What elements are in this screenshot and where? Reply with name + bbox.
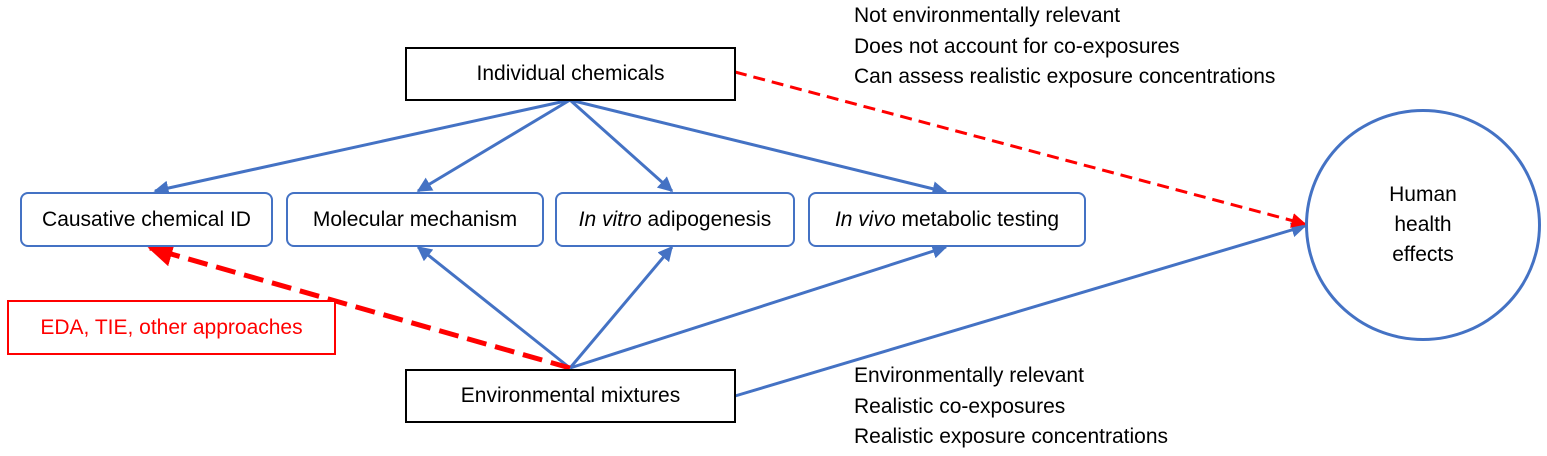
in-vivo-metabolic-testing-label: In vivo metabolic testing <box>834 207 1060 231</box>
human-health-effects-circle: Human health effects <box>1305 109 1541 341</box>
individual-chemicals-label: Individual chemicals <box>476 62 665 85</box>
arrow-individual-to-invitro <box>569 98 674 193</box>
human-health-effects-label: Human health effects <box>1389 183 1457 266</box>
in-vitro-adipogenesis-box: In vitro adipogenesis <box>555 192 795 247</box>
arrow-mixtures-to-causative-dashed <box>147 242 571 371</box>
eda-tie-approaches-box: EDA, TIE, other approaches <box>7 300 336 355</box>
environmental-mixtures-notes: Environmentally relevant Realistic co-ex… <box>854 361 1168 453</box>
molecular-mechanism-box: Molecular mechanism <box>286 192 544 247</box>
individual-chemicals-notes: Not environmentally relevant Does not ac… <box>854 1 1275 93</box>
note-item: Can assess realistic exposure concentrat… <box>854 65 1276 88</box>
note-item: Realistic exposure concentrations <box>854 425 1168 448</box>
molecular-mechanism-label: Molecular mechanism <box>312 207 518 231</box>
arrow-mixtures-to-molecular <box>416 245 571 370</box>
arrow-individual-to-molecular <box>416 98 571 193</box>
individual-chemicals-box: Individual chemicals <box>405 47 736 101</box>
arrow-mixtures-to-invivo <box>569 243 948 370</box>
note-item: Does not account for co-exposures <box>854 34 1180 58</box>
arrow-mixtures-to-invitro <box>568 245 674 369</box>
note-item: Realistic co-exposures <box>854 394 1066 418</box>
environmental-mixtures-label: Environmental mixtures <box>460 384 681 407</box>
arrow-mixtures-to-health <box>734 222 1307 398</box>
eda-tie-approaches-label: EDA, TIE, other approaches <box>40 315 303 339</box>
arrow-individual-to-causative <box>153 98 571 196</box>
causative-chemical-id-label: Causative chemical ID <box>42 207 251 231</box>
causative-chemical-id-box: Causative chemical ID <box>20 192 273 247</box>
note-item: Not environmentally relevant <box>854 4 1121 27</box>
arrow-individual-to-invivo <box>569 98 948 197</box>
arrow-individual-to-health-dashed <box>734 70 1307 228</box>
note-item: Environmentally relevant <box>854 364 1084 387</box>
environmental-mixtures-box: Environmental mixtures <box>405 369 736 423</box>
in-vitro-adipogenesis-label: In vitro adipogenesis <box>578 207 772 231</box>
in-vivo-metabolic-testing-box: In vivo metabolic testing <box>808 192 1086 247</box>
